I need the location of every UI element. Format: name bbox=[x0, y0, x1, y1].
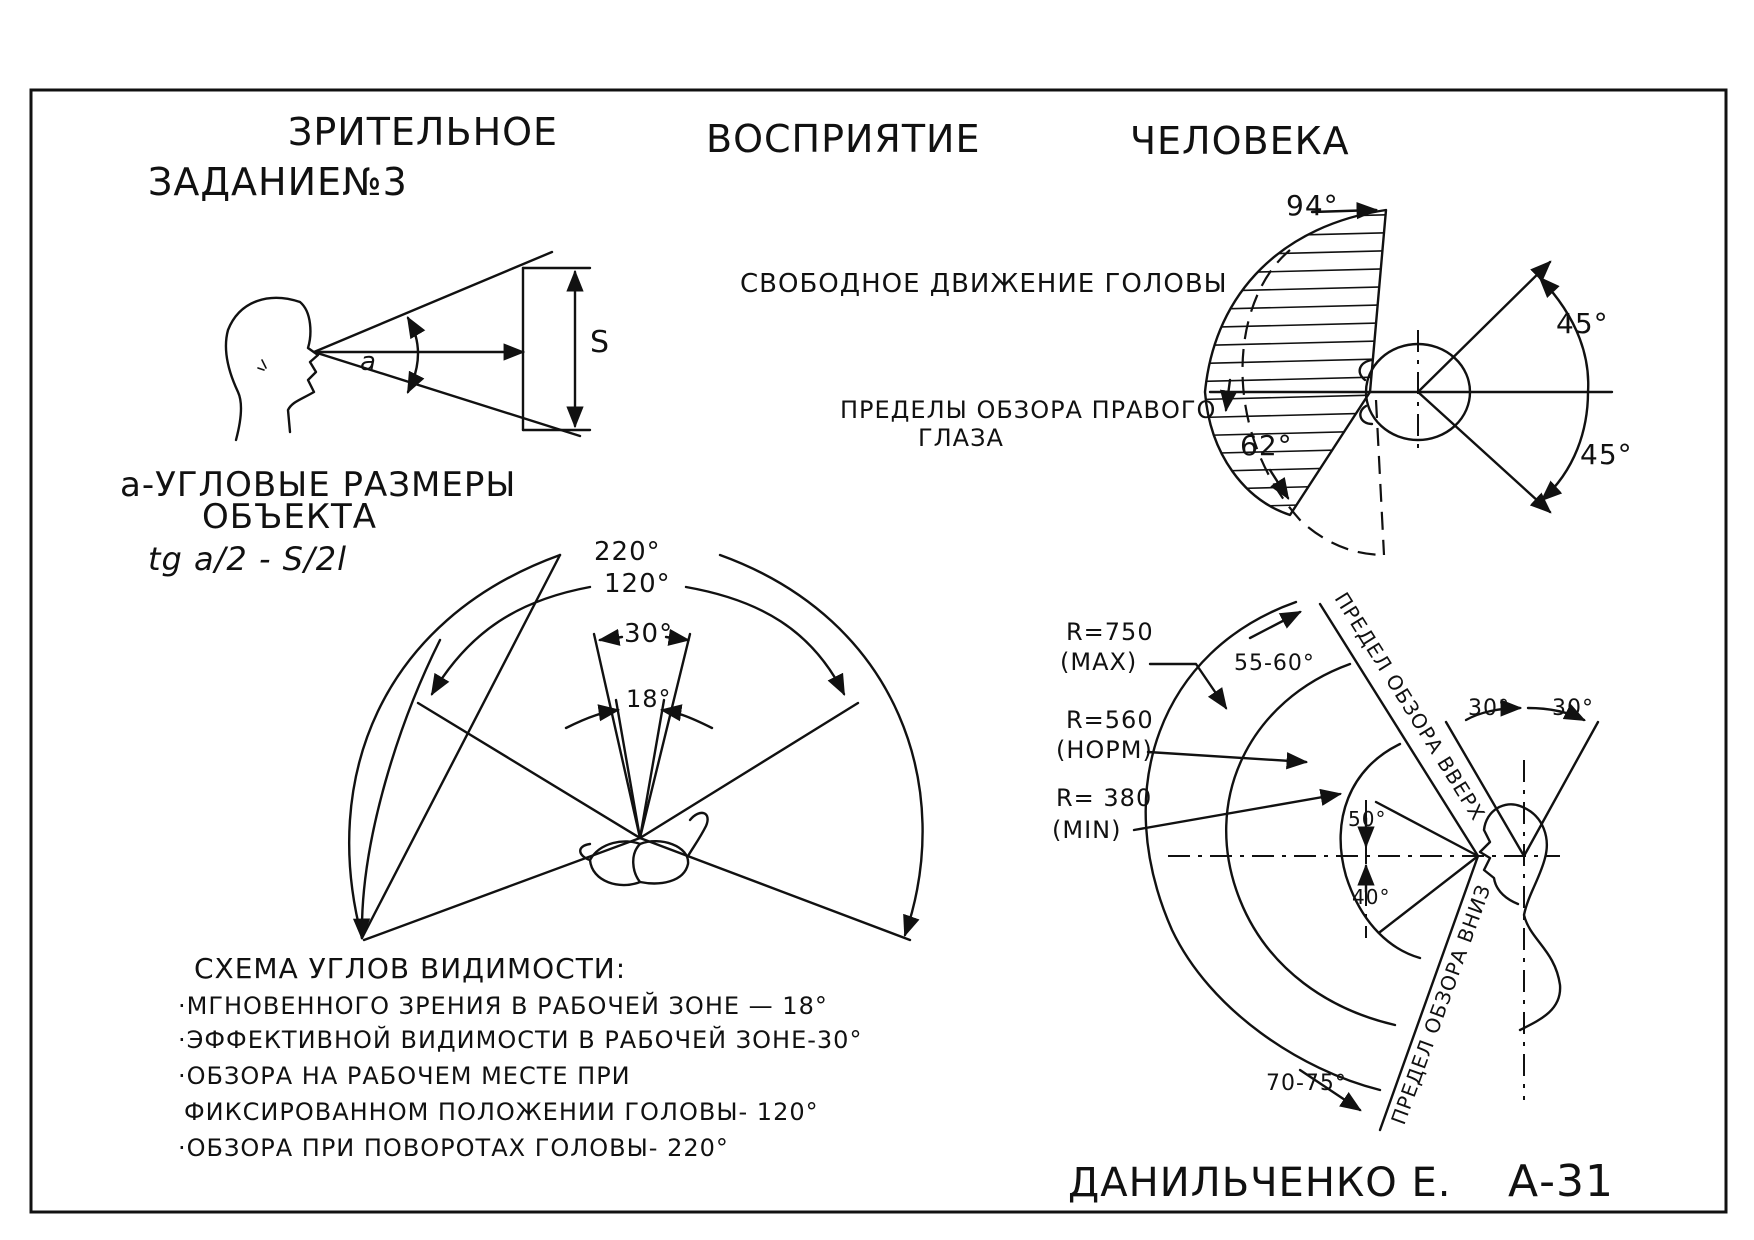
visibility-caption-line-5: ·ОБЗОРА ПРИ ПОВОРОТАХ ГОЛОВЫ- 220° bbox=[178, 1134, 729, 1162]
limit-up-label: ПРЕДЕЛ ОБЗОРА ВВЕРХ bbox=[1330, 588, 1490, 825]
head-profile bbox=[224, 296, 320, 442]
angular-size-diagram: S a a-УГЛОВЫЕ РАЗМЕРЫ ОБЪЕКТА tg a/2 - S… bbox=[120, 250, 610, 578]
title-part-2: ВОСПРИЯТИЕ bbox=[706, 117, 980, 161]
vertical-view-diagram: 50° 40° 30° 30° R=750 (MAX) R=560 (НОРМ)… bbox=[1052, 588, 1600, 1132]
limit-down-label: ПРЕДЕЛ ОБЗОРА ВНИЗ bbox=[1386, 881, 1495, 1128]
signature-block: ДАНИЛЬЧЕНКО Е. А-31 bbox=[1068, 1156, 1614, 1207]
angular-size-formula: tg a/2 - S/2l bbox=[148, 540, 347, 578]
free-head-movement-label: СВОБОДНОЕ ДВИЖЕНИЕ ГОЛОВЫ bbox=[740, 269, 1228, 299]
angle-30: 30° bbox=[624, 619, 673, 649]
group-code: А-31 bbox=[1508, 1156, 1614, 1207]
angle-50: 50° bbox=[1348, 807, 1386, 831]
angle-62: 62° bbox=[1240, 429, 1293, 462]
task-number: ЗАДАНИЕ№3 bbox=[148, 160, 408, 204]
angle-94: 94° bbox=[1286, 189, 1339, 222]
title-part-1: ЗРИТЕЛЬНОЕ bbox=[288, 110, 558, 154]
visibility-caption-line-2: ·ЭФФЕКТИВНОЙ ВИДИМОСТИ В РАБОЧЕЙ ЗОНЕ-30… bbox=[178, 1025, 862, 1054]
angular-size-caption-1: a-УГЛОВЫЕ РАЗМЕРЫ bbox=[120, 465, 516, 505]
arc-r560 bbox=[1225, 662, 1397, 1027]
visibility-caption-line-3: ·ОБЗОРА НА РАБОЧЕМ МЕСТЕ ПРИ bbox=[178, 1062, 631, 1090]
object-size-label: S bbox=[590, 325, 610, 360]
arc-r380 bbox=[1339, 742, 1422, 960]
visibility-caption-title: СХЕМА УГЛОВ ВИДИМОСТИ: bbox=[194, 952, 626, 985]
person-profile bbox=[1478, 803, 1562, 1032]
r-min-value: R= 380 bbox=[1056, 784, 1152, 812]
angle-45-top: 45° bbox=[1556, 307, 1609, 340]
angle-40: 40° bbox=[1352, 885, 1390, 909]
angle-30-right: 30° bbox=[1552, 696, 1594, 721]
r-max-label: (MAX) bbox=[1060, 648, 1137, 676]
angle-18: 18° bbox=[626, 685, 672, 713]
r-max-value: R=750 bbox=[1066, 618, 1154, 646]
visibility-caption-line-1: ·МГНОВЕННОГО ЗРЕНИЯ В РАБОЧЕЙ ЗОНЕ — 18° bbox=[178, 991, 828, 1020]
arc-220 bbox=[348, 553, 562, 940]
head-top-view-small bbox=[588, 840, 690, 887]
right-eye-limit-label-1: ПРЕДЕЛЫ ОБЗОРА ПРАВОГО bbox=[840, 396, 1216, 424]
hatched-field-right-eye bbox=[1203, 208, 1388, 517]
angle-120: 120° bbox=[604, 569, 671, 599]
r-min-label: (MIN) bbox=[1052, 816, 1121, 844]
sheet-frame bbox=[29, 88, 1728, 1214]
angle-45-bottom: 45° bbox=[1580, 438, 1633, 471]
visibility-caption-line-4: ФИКСИРОВАННОМ ПОЛОЖЕНИИ ГОЛОВЫ- 120° bbox=[184, 1098, 819, 1126]
angular-size-caption-2: ОБЪЕКТА bbox=[202, 497, 377, 537]
head-movement-diagram: 45° 45° 94° 62° СВОБОДНОЕ ДВИЖЕНИЕ ГОЛОВ… bbox=[740, 189, 1633, 557]
visibility-angles-diagram: 220° 120° 30° 18° СХЕМА УГЛОВ ВИДИМОСТИ:… bbox=[178, 537, 924, 1162]
angle-220: 220° bbox=[594, 537, 661, 567]
page-title: ЗРИТЕЛЬНОЕ ВОСПРИЯТИЕ ЧЕЛОВЕКА bbox=[288, 110, 1350, 163]
arc-r750 bbox=[1144, 600, 1382, 1092]
title-part-3: ЧЕЛОВЕКА bbox=[1130, 119, 1350, 163]
angle-30-left: 30° bbox=[1468, 696, 1510, 721]
alpha-label: a bbox=[360, 347, 377, 377]
author-name: ДАНИЛЬЧЕНКО Е. bbox=[1068, 1160, 1452, 1206]
r-norm-value: R=560 bbox=[1066, 706, 1154, 734]
arc-120 bbox=[430, 585, 592, 696]
r-norm-label: (НОРМ) bbox=[1056, 736, 1153, 764]
right-eye-limit-label-2: ГЛАЗА bbox=[918, 424, 1004, 452]
angle-55-60: 55-60° bbox=[1234, 651, 1315, 676]
